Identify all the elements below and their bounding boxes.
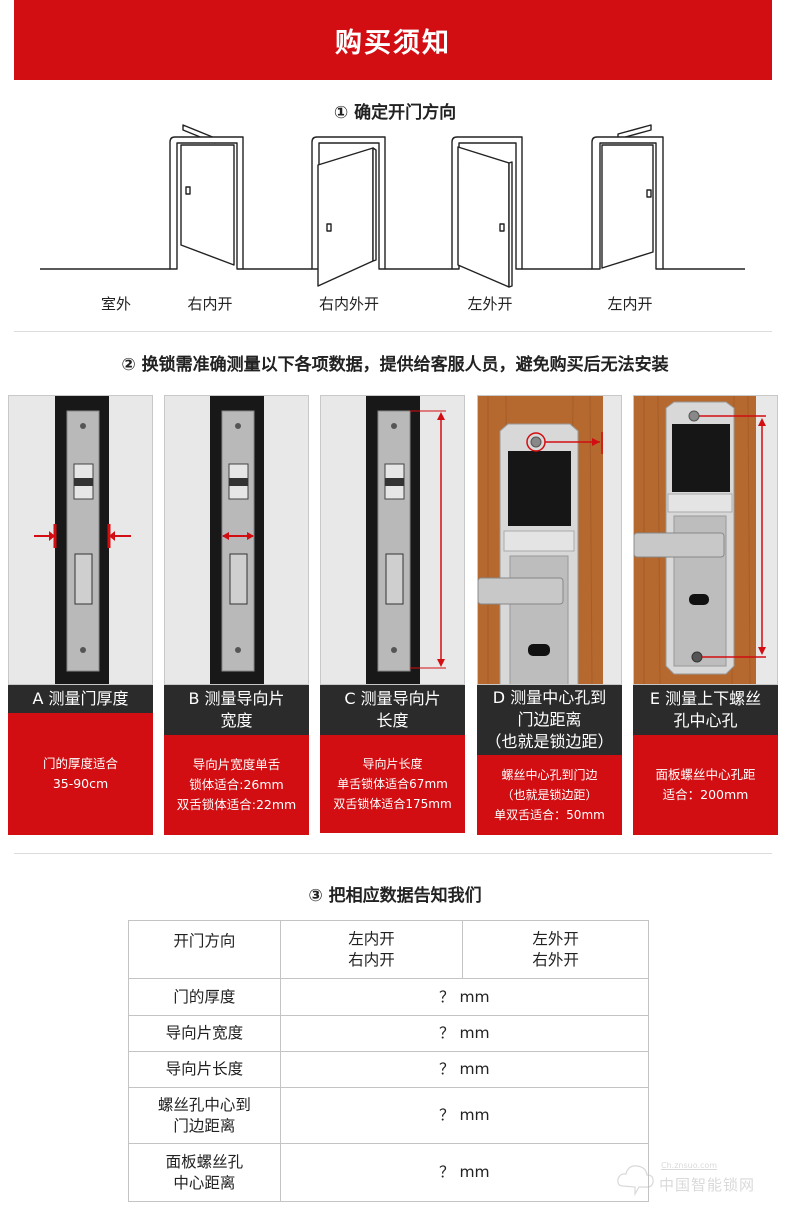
table-row: 面板螺丝孔 中心距离 ？ mm xyxy=(128,1143,650,1202)
heading-line: E 测量上下螺丝 xyxy=(649,689,762,708)
row-value: ？ mm xyxy=(279,1015,650,1052)
panel-d-heading: D 测量中心孔到 门边距离 （也就是锁边距） xyxy=(477,685,622,755)
smart-lock-icon xyxy=(478,396,603,684)
lock-image-a xyxy=(8,395,153,685)
mortise-lock-icon xyxy=(210,396,264,684)
row-label: 门的厚度 xyxy=(128,978,281,1016)
row-label: 导向片长度 xyxy=(128,1051,281,1088)
heading-line: B 测量导向片 xyxy=(188,689,285,708)
panel-b-body: 导向片宽度单舌 锁体适合:26mm 双舌锁体适合:22mm xyxy=(164,735,309,835)
body-line: 适合：200mm xyxy=(662,787,749,802)
section-divider xyxy=(14,331,772,332)
doors-diagram-icon xyxy=(40,124,745,288)
body-line: 35-90cm xyxy=(52,776,109,791)
cell-line: 右内开 xyxy=(348,950,395,969)
body-line: 单舌锁体适合67mm xyxy=(337,777,448,791)
heading-line: C 测量导向片 xyxy=(344,689,441,708)
row-value: ？ mm xyxy=(279,1087,650,1144)
header-outward-cell: 左外开 右外开 xyxy=(462,920,649,979)
panel-d-body: 螺丝中心孔到门边 （也就是锁边距） 单双舌适合：50mm xyxy=(477,755,622,835)
heading-line: 孔中心孔 xyxy=(673,711,738,730)
door-direction-illustration: 室外 右内开 右内外开 左外开 左内开 xyxy=(0,120,790,320)
body-line: 面板螺丝中心孔距 xyxy=(655,767,756,782)
panel-a-heading: A 测量门厚度 xyxy=(8,685,153,713)
door-label-outdoor: 室外 xyxy=(100,295,132,313)
watermark: Ch.znsuo.com 中国智能锁网 xyxy=(615,1160,785,1200)
body-line: 双舌锁体适合175mm xyxy=(333,797,452,811)
heading-line: 宽度 xyxy=(220,711,253,730)
row-value: ？ mm xyxy=(279,978,650,1016)
measurement-table: 开门方向 左内开 右内开 左外开 右外开 门的厚度 ？ mm 导向片宽度 ？ m… xyxy=(128,920,650,1202)
door-label-right-inward: 右内开 xyxy=(187,295,233,313)
body-line: （也就是锁边距） xyxy=(501,788,598,802)
table-row: 螺丝孔中心到 门边距离 ？ mm xyxy=(128,1087,650,1144)
body-line: 导向片宽度单舌 xyxy=(192,757,281,772)
panel-e-heading: E 测量上下螺丝 孔中心孔 xyxy=(633,685,778,735)
panel-c-body: 导向片长度 单舌锁体适合67mm 双舌锁体适合175mm xyxy=(320,735,465,833)
body-line: 锁体适合:26mm xyxy=(189,777,284,792)
cell-line: 螺丝孔中心到 xyxy=(157,1095,251,1114)
door-label-left-outward: 左外开 xyxy=(467,295,513,313)
lock-image-b xyxy=(164,395,309,685)
panel-c-heading: C 测量导向片 长度 xyxy=(320,685,465,735)
table-row: 导向片宽度 ？ mm xyxy=(128,1015,650,1052)
door-label-left-inward: 左内开 xyxy=(607,295,653,313)
step3-title: ③ 把相应数据告知我们 xyxy=(308,886,482,906)
step2-title: ② 换锁需准确测量以下各项数据，提供给客服人员，避免购买后无法安装 xyxy=(121,355,669,375)
row-value: ？ mm xyxy=(279,1051,650,1088)
table-header-row: 开门方向 左内开 右内开 左外开 右外开 xyxy=(128,920,649,979)
header-inward-cell: 左内开 右内开 xyxy=(279,920,464,979)
cell-line: 中心距离 xyxy=(173,1173,236,1192)
door-label-right-in-out: 右内外开 xyxy=(318,295,380,313)
mortise-lock-icon xyxy=(34,396,131,684)
lock-image-e xyxy=(633,395,778,685)
cell-line: 门边距离 xyxy=(173,1116,236,1135)
body-line: 双舌锁体适合:22mm xyxy=(176,797,297,812)
lock-image-c xyxy=(320,395,465,685)
body-line: 单双舌适合：50mm xyxy=(494,808,605,822)
page-title: 购买须知 xyxy=(335,27,451,59)
heading-line: （也就是锁边距） xyxy=(485,732,614,751)
section-divider xyxy=(14,853,772,854)
watermark-text: 中国智能锁网 xyxy=(659,1176,756,1194)
step1-title: ① 确定开门方向 xyxy=(333,103,457,123)
cell-line: 左内开 xyxy=(348,929,395,948)
measurement-panels: A 测量门厚度 门的厚度适合 35-90cm B 测量导向片 宽度 xyxy=(8,395,782,835)
smart-lock-icon xyxy=(634,396,766,684)
row-label: 面板螺丝孔 中心距离 xyxy=(128,1143,281,1202)
heading-line: 长度 xyxy=(376,711,409,730)
panel-a-body: 门的厚度适合 35-90cm xyxy=(8,713,153,835)
cell-line: 右外开 xyxy=(532,950,579,969)
heading-line: D 测量中心孔到 xyxy=(492,688,607,707)
row-value: ？ mm xyxy=(279,1143,650,1202)
cloud-logo-icon xyxy=(617,1165,654,1197)
heading-line: 门边距离 xyxy=(517,710,582,729)
header-label-cell: 开门方向 xyxy=(128,920,281,979)
panel-b-heading: B 测量导向片 宽度 xyxy=(164,685,309,735)
table-row: 门的厚度 ？ mm xyxy=(128,978,650,1016)
body-line: 导向片长度 xyxy=(362,757,423,771)
lock-image-d xyxy=(477,395,622,685)
header-banner: 购买须知 xyxy=(14,0,772,80)
row-label: 螺丝孔中心到 门边距离 xyxy=(128,1087,281,1144)
row-label: 导向片宽度 xyxy=(128,1015,281,1052)
cell-line: 左外开 xyxy=(532,929,579,948)
cell-line: 面板螺丝孔 xyxy=(165,1152,244,1171)
watermark-url: Ch.znsuo.com xyxy=(661,1161,718,1170)
heading-line: A 测量门厚度 xyxy=(32,689,129,708)
body-line: 螺丝中心孔到门边 xyxy=(501,768,598,782)
body-line: 门的厚度适合 xyxy=(42,756,118,771)
table-row: 导向片长度 ？ mm xyxy=(128,1051,650,1088)
panel-e-body: 面板螺丝中心孔距 适合：200mm xyxy=(633,735,778,835)
mortise-lock-icon xyxy=(366,396,446,684)
